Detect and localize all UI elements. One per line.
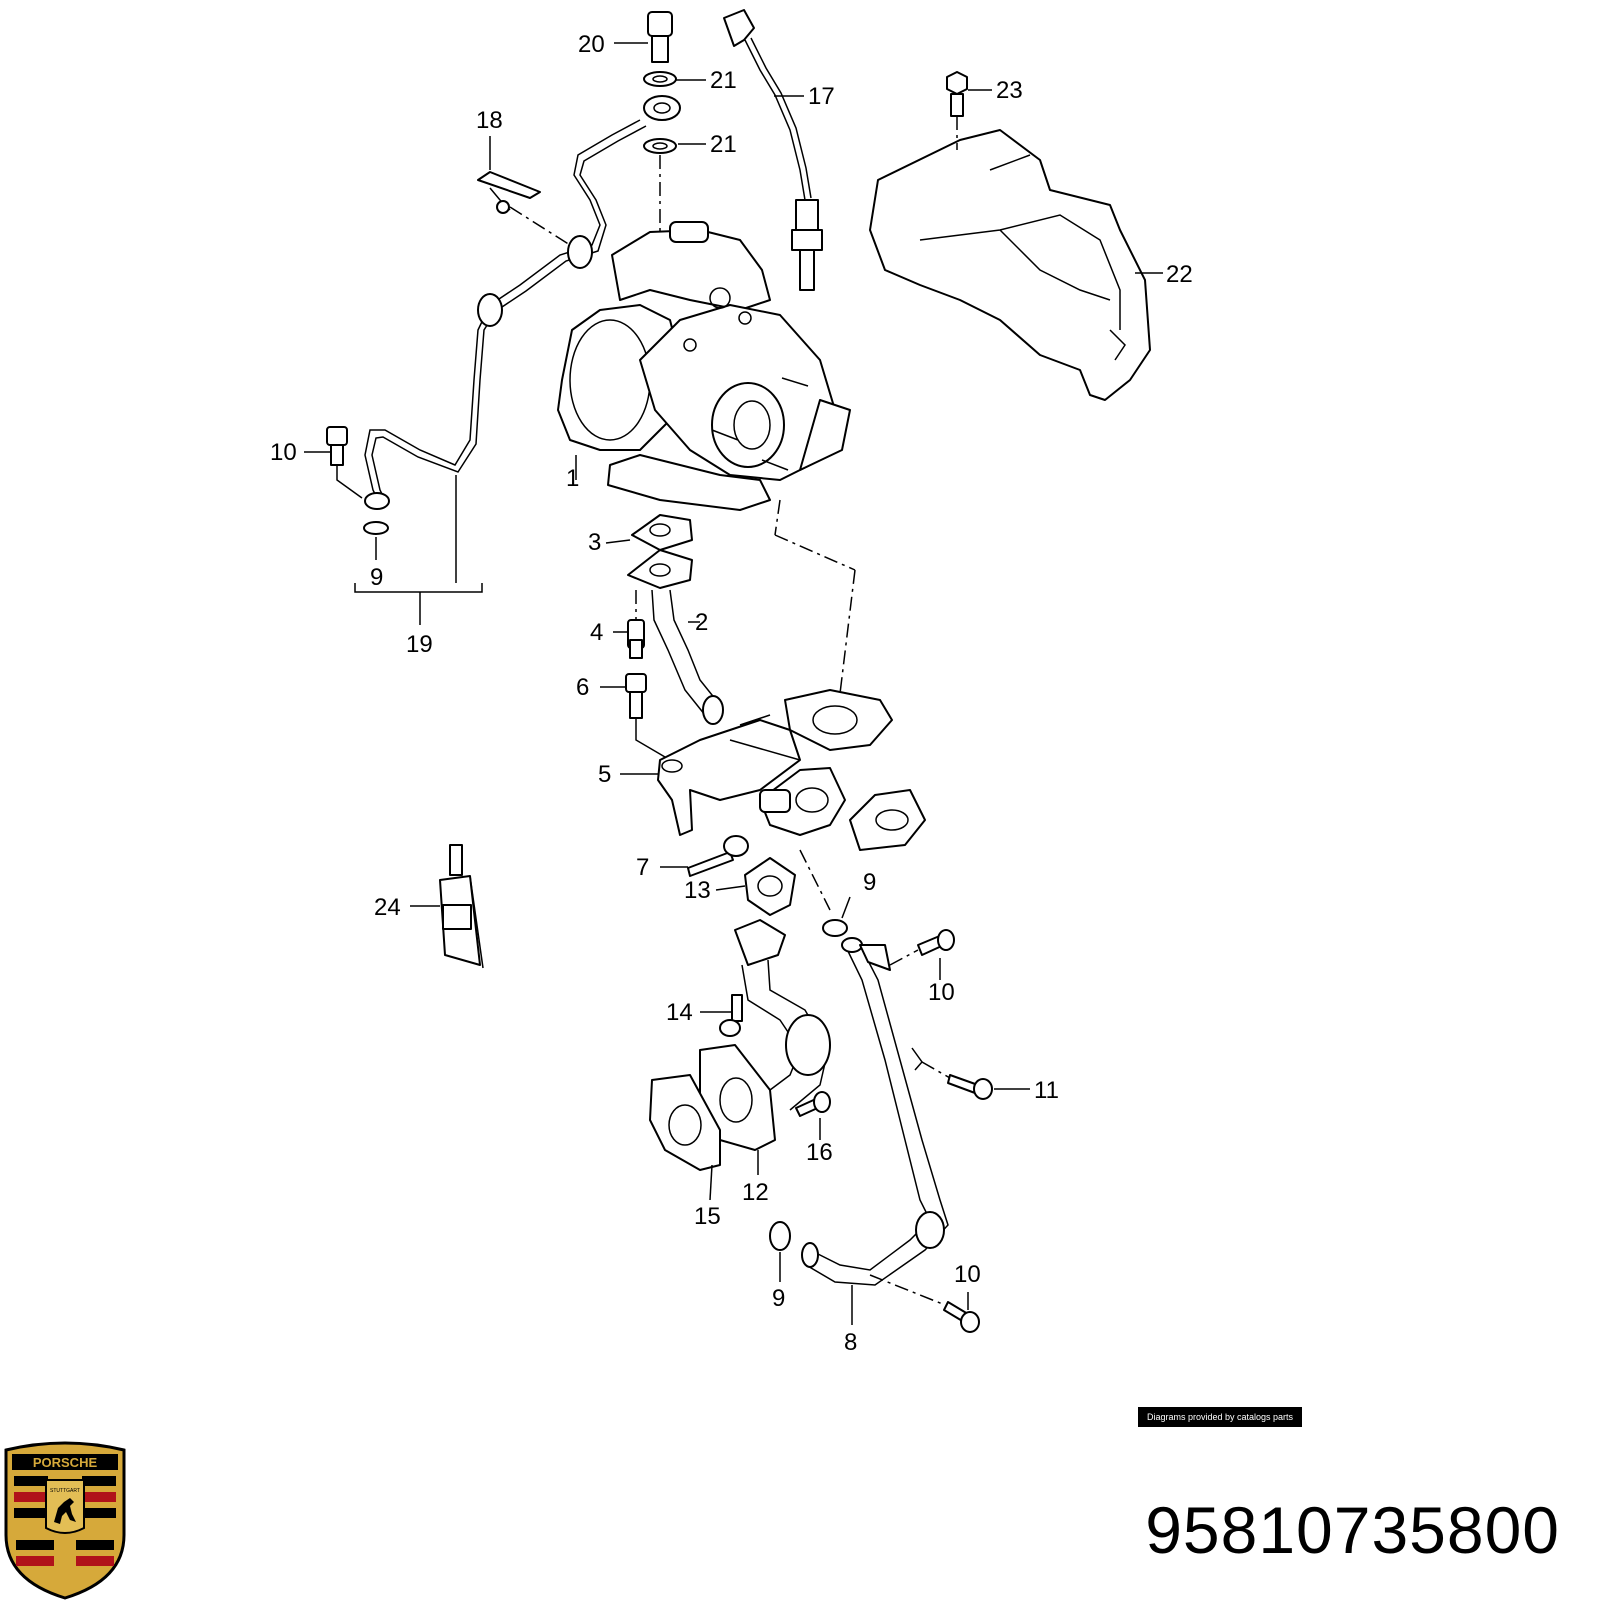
o-ring-9-mid-part (822, 919, 848, 937)
bolt-10-right-part (889, 929, 955, 966)
callout-10-upper: 10 (270, 439, 297, 466)
callout-9-left: 9 (370, 564, 383, 591)
bolt-11-part (921, 1061, 993, 1100)
bolt-10-lower-part (869, 1274, 980, 1333)
logo-wordmark: PORSCHE (33, 1455, 98, 1470)
callout-21-bottom: 21 (710, 131, 737, 158)
callout-9-mid: 9 (863, 869, 876, 896)
callout-11: 11 (1034, 1077, 1059, 1104)
logo-city: STUTTGART (50, 1488, 80, 1494)
oil-return-pipe-2-part (627, 514, 724, 725)
gasket-13-part (744, 849, 831, 916)
oxygen-sensor-part (723, 9, 823, 291)
callout-18: 18 (476, 107, 503, 134)
callout-13: 13 (684, 877, 711, 904)
callout-12: 12 (742, 1179, 769, 1206)
bolt-23-part (946, 71, 968, 150)
bolt-7-part (687, 835, 749, 877)
callout-10-lower: 10 (954, 1261, 981, 1288)
callout-7: 7 (636, 854, 649, 881)
bolt-14-part (719, 994, 743, 1037)
callout-17: 17 (808, 83, 835, 110)
callout-6: 6 (576, 674, 589, 701)
callout-10-right: 10 (928, 979, 955, 1006)
bracket-manifold-part (657, 689, 926, 851)
callout-labels: 20 21 21 17 23 18 22 10 1 3 9 2 4 19 6 5… (270, 31, 1193, 1356)
clip-18-part (477, 171, 571, 246)
callout-1: 1 (566, 465, 579, 492)
turbocharger-part (557, 221, 851, 511)
leader-lines (304, 42, 1163, 1325)
callout-2: 2 (695, 609, 708, 636)
bolt-16-part (795, 1091, 831, 1117)
o-ring-9-lower-part (769, 1221, 791, 1251)
credit-badge: Diagrams provided by catalogs parts (1138, 1407, 1302, 1427)
callout-5: 5 (598, 761, 611, 788)
callout-19: 19 (406, 631, 433, 658)
callout-22: 22 (1166, 261, 1193, 288)
callout-24: 24 (374, 894, 401, 921)
callout-4: 4 (590, 619, 603, 646)
callout-14: 14 (666, 999, 693, 1026)
callout-15: 15 (694, 1203, 721, 1230)
bolt-10-upper-part (326, 426, 363, 499)
heat-shield-part (869, 129, 1151, 401)
oil-line-19-part (363, 119, 647, 535)
banjo-bolt-20-part (643, 11, 681, 290)
callout-3: 3 (588, 529, 601, 556)
sealant-tube-24-part (439, 844, 484, 969)
exhaust-pipe-12-part (649, 919, 831, 1171)
porsche-crest-logo: PORSCHE STUTTGART (4, 1441, 126, 1600)
callout-20: 20 (578, 31, 605, 58)
callout-23: 23 (996, 77, 1023, 104)
part-number: 95810735800 (1145, 1493, 1560, 1567)
bolt-4-part (627, 619, 645, 659)
callout-8: 8 (844, 1329, 857, 1356)
bolt-6-part (625, 673, 666, 758)
callout-9-lower: 9 (772, 1285, 785, 1312)
callout-16: 16 (806, 1139, 833, 1166)
callout-21-top: 21 (710, 67, 737, 94)
